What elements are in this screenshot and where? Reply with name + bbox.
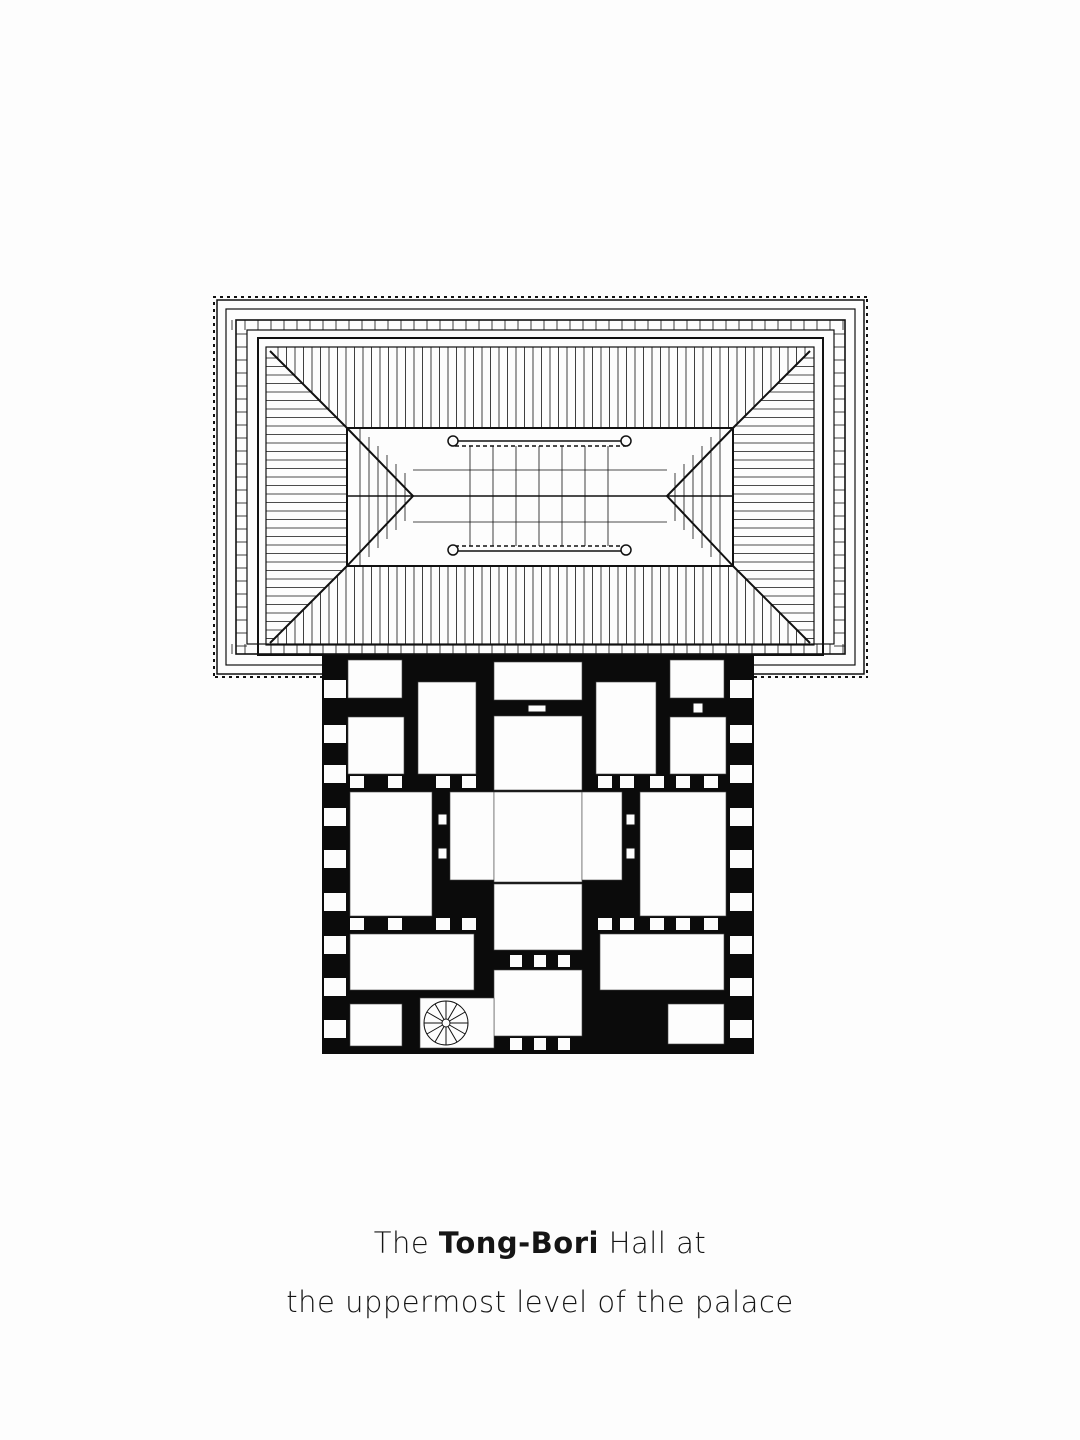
stair-tread bbox=[434, 1026, 445, 1043]
wall-opening bbox=[558, 1038, 570, 1050]
wall-opening bbox=[730, 936, 752, 954]
roof-hip-lines bbox=[269, 350, 811, 644]
room bbox=[581, 791, 623, 881]
caption-suffix: Hall at bbox=[608, 1226, 707, 1260]
wall-opening bbox=[388, 776, 402, 788]
wall-opening bbox=[730, 725, 752, 743]
wall-opening bbox=[730, 808, 752, 826]
room bbox=[493, 883, 583, 951]
stair-tread bbox=[426, 1011, 443, 1022]
wall-opening bbox=[324, 1020, 346, 1038]
wall-opening bbox=[324, 936, 346, 954]
wall-opening bbox=[462, 918, 476, 930]
stair-tread bbox=[447, 1003, 458, 1020]
stair-tread bbox=[434, 1003, 445, 1020]
wall-opening bbox=[510, 955, 522, 967]
wall-opening bbox=[650, 918, 664, 930]
wall-opening bbox=[730, 1020, 752, 1038]
wall-opening bbox=[324, 765, 346, 783]
wall-opening bbox=[620, 776, 634, 788]
wall-opening bbox=[558, 955, 570, 967]
room bbox=[493, 791, 583, 883]
wall-opening bbox=[730, 765, 752, 783]
wall-opening bbox=[730, 850, 752, 868]
wall-opening bbox=[598, 918, 612, 930]
room bbox=[493, 661, 583, 701]
stair-tread bbox=[449, 1011, 466, 1022]
room bbox=[667, 1003, 725, 1045]
caption-prefix: The bbox=[373, 1226, 430, 1260]
wall-opening bbox=[704, 918, 718, 930]
wall-opening bbox=[436, 776, 450, 788]
wall-opening bbox=[704, 776, 718, 788]
wall-opening bbox=[324, 893, 346, 911]
wall-opening bbox=[324, 808, 346, 826]
wall-opening bbox=[730, 893, 752, 911]
wall-opening bbox=[676, 918, 690, 930]
room bbox=[417, 681, 477, 775]
wall-opening bbox=[350, 776, 364, 788]
wall-opening bbox=[534, 1038, 546, 1050]
room bbox=[493, 715, 583, 791]
floor-plan bbox=[322, 655, 754, 1054]
wall-opening bbox=[324, 978, 346, 996]
room bbox=[639, 791, 727, 917]
room bbox=[669, 659, 725, 699]
wall-opening bbox=[598, 776, 612, 788]
room bbox=[349, 1003, 403, 1047]
room bbox=[347, 659, 403, 699]
room bbox=[349, 933, 475, 991]
caption-line-2: the uppermost level of the palace bbox=[286, 1285, 794, 1319]
wall-opening bbox=[436, 918, 450, 930]
wall-opening bbox=[730, 978, 752, 996]
roof-ridge-beams bbox=[447, 435, 632, 556]
wall-opening bbox=[510, 1038, 522, 1050]
room bbox=[349, 791, 433, 917]
room bbox=[669, 716, 727, 775]
stair-tread bbox=[426, 1024, 443, 1035]
wall-opening bbox=[534, 955, 546, 967]
wall-opening bbox=[730, 680, 752, 698]
room bbox=[449, 791, 495, 881]
wall-opening bbox=[350, 918, 364, 930]
room bbox=[493, 969, 583, 1037]
tong-bori-hall-drawing bbox=[213, 296, 868, 1054]
wall-opening bbox=[324, 725, 346, 743]
wall-opening bbox=[620, 918, 634, 930]
wall-opening bbox=[324, 680, 346, 698]
caption-hall-name: Tong-Bori bbox=[438, 1226, 599, 1260]
room bbox=[599, 933, 725, 991]
wall-opening bbox=[388, 918, 402, 930]
caption-line-1: The Tong-Bori Hall at bbox=[0, 1226, 1080, 1260]
wall-opening bbox=[650, 776, 664, 788]
roof-plan bbox=[213, 296, 868, 678]
wall-opening bbox=[676, 776, 690, 788]
stair-tread bbox=[449, 1024, 466, 1035]
stair-tread bbox=[447, 1026, 458, 1043]
room bbox=[595, 681, 657, 775]
spiral-stair bbox=[423, 1000, 469, 1046]
wall-opening bbox=[462, 776, 476, 788]
wall-opening bbox=[324, 850, 346, 868]
room bbox=[347, 716, 405, 775]
